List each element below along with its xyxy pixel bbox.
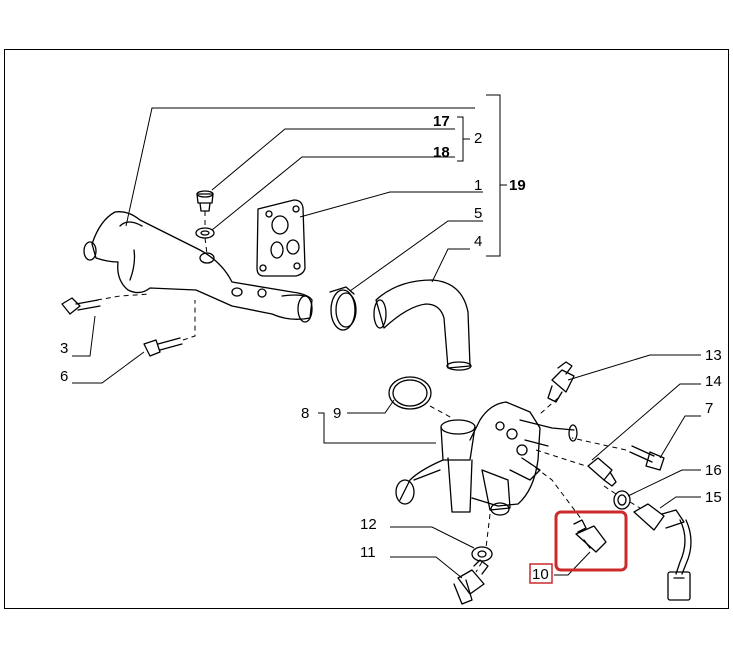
callout-4: 4 (474, 233, 482, 250)
callout-5: 5 (474, 205, 482, 222)
callout-1: 1 (474, 177, 482, 194)
callout-16: 16 (705, 462, 722, 479)
callout-14: 14 (705, 373, 722, 390)
callout-6: 6 (60, 368, 68, 385)
callout-8: 8 (301, 405, 309, 422)
washer-12 (471, 546, 493, 562)
fitting-10 (573, 519, 607, 553)
bolt-6 (143, 337, 183, 357)
callout-17: 17 (433, 113, 450, 130)
callout-9: 9 (333, 405, 341, 422)
callout-11: 11 (360, 544, 376, 561)
washer-18 (195, 227, 215, 239)
callout-12: 12 (360, 516, 377, 533)
leader-lines (72, 94, 701, 579)
cap-17 (196, 190, 214, 212)
callout-7: 7 (705, 400, 713, 417)
sensor-15 (633, 503, 692, 601)
hose-4 (373, 279, 472, 371)
sensor-14 (587, 457, 617, 487)
sensor-11 (453, 559, 489, 605)
callout-10: 10 (532, 566, 549, 583)
diagram-frame (4, 49, 729, 609)
highlight-label-box (529, 563, 553, 584)
coolant-pipe-upper (83, 211, 313, 323)
hose-clamp-5 (329, 286, 357, 331)
gasket-plate-1 (256, 199, 306, 277)
callout-13: 13 (705, 347, 722, 364)
washer-16 (613, 490, 631, 510)
bolt-7 (629, 445, 665, 471)
callout-3: 3 (60, 340, 68, 357)
callout-19: 19 (509, 177, 526, 194)
callout-15: 15 (705, 489, 722, 506)
bolt-3 (61, 297, 101, 315)
sensor-13 (547, 361, 575, 403)
highlight-box (554, 510, 628, 572)
callout-18: 18 (433, 144, 450, 161)
callout-2: 2 (474, 130, 482, 147)
o-ring-9 (388, 376, 432, 410)
thermostat-housing (395, 401, 578, 516)
assembly-axes (96, 211, 641, 573)
